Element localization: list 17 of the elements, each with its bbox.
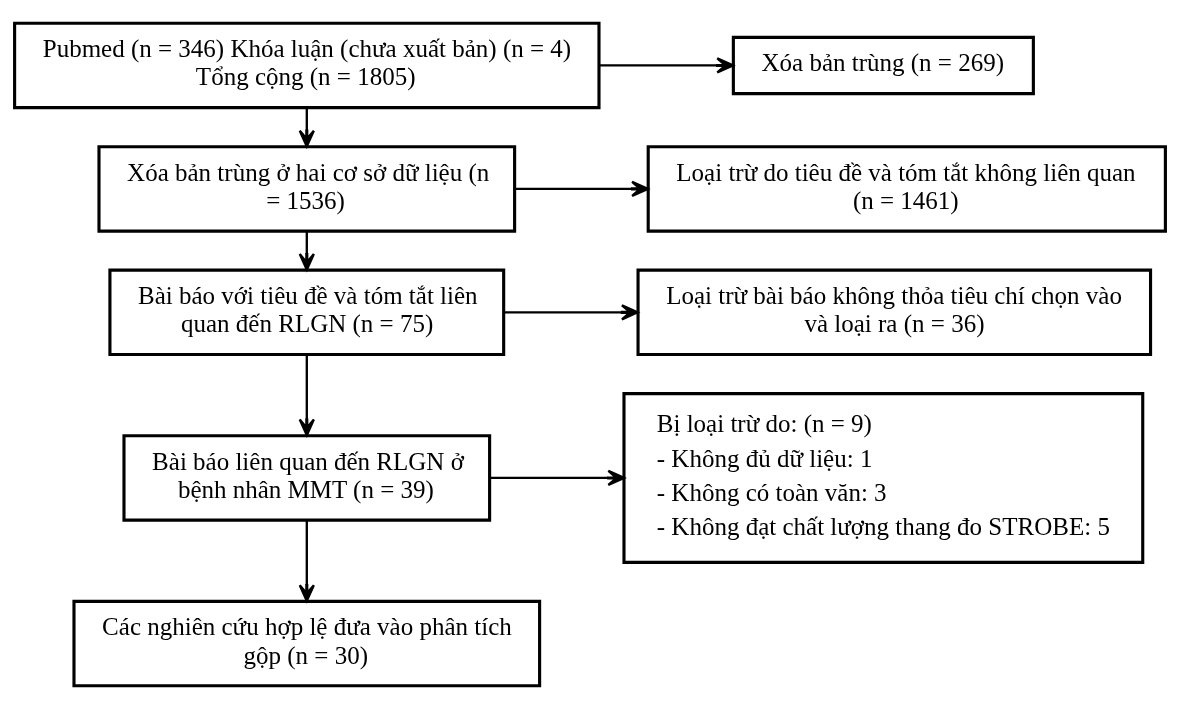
node-box: Bị loại trừ do: (n = 9) - Không đủ dữ liệu: 1 - Không có toàn văn: 3 - Không đạt chất lượng thang đo STROBE: 5: [622, 391, 1145, 564]
arrow: [489, 469, 626, 486]
node-box: Bài báo liên quan đến RLGN ở bệnh nhân MMT (n = 39): [122, 433, 492, 522]
node-box: Bài báo với tiêu đề và tóm tắt liên quan đến RLGN (n = 75): [108, 268, 506, 356]
arrow: [504, 303, 639, 320]
node-box: Xóa bản trùng (n = 269): [731, 35, 1035, 95]
node-box: Các nghiên cứu hợp lệ đưa vào phân tích gộp (n = 30): [72, 599, 542, 687]
arrow: [599, 56, 735, 74]
arrow: [298, 519, 315, 602]
node-box: Loại trừ bài báo không thỏa tiêu chí chọn vào và loại ra (n = 36): [636, 268, 1153, 356]
arrow: [298, 107, 315, 147]
arrow: [298, 230, 315, 271]
node-box: Loại trừ do tiêu đề và tóm tắt không liên quan (n = 1461): [646, 144, 1167, 233]
arrow: [514, 180, 649, 197]
arrow: [298, 354, 315, 436]
node-box: Pubmed (n = 346) Khóa luận (chưa xuất bản) (n = 4) Tổng cộng (n = 1805): [13, 21, 601, 109]
node-box: Xóa bản trùng ở hai cơ sở dữ liệu (n = 1536): [97, 144, 517, 233]
